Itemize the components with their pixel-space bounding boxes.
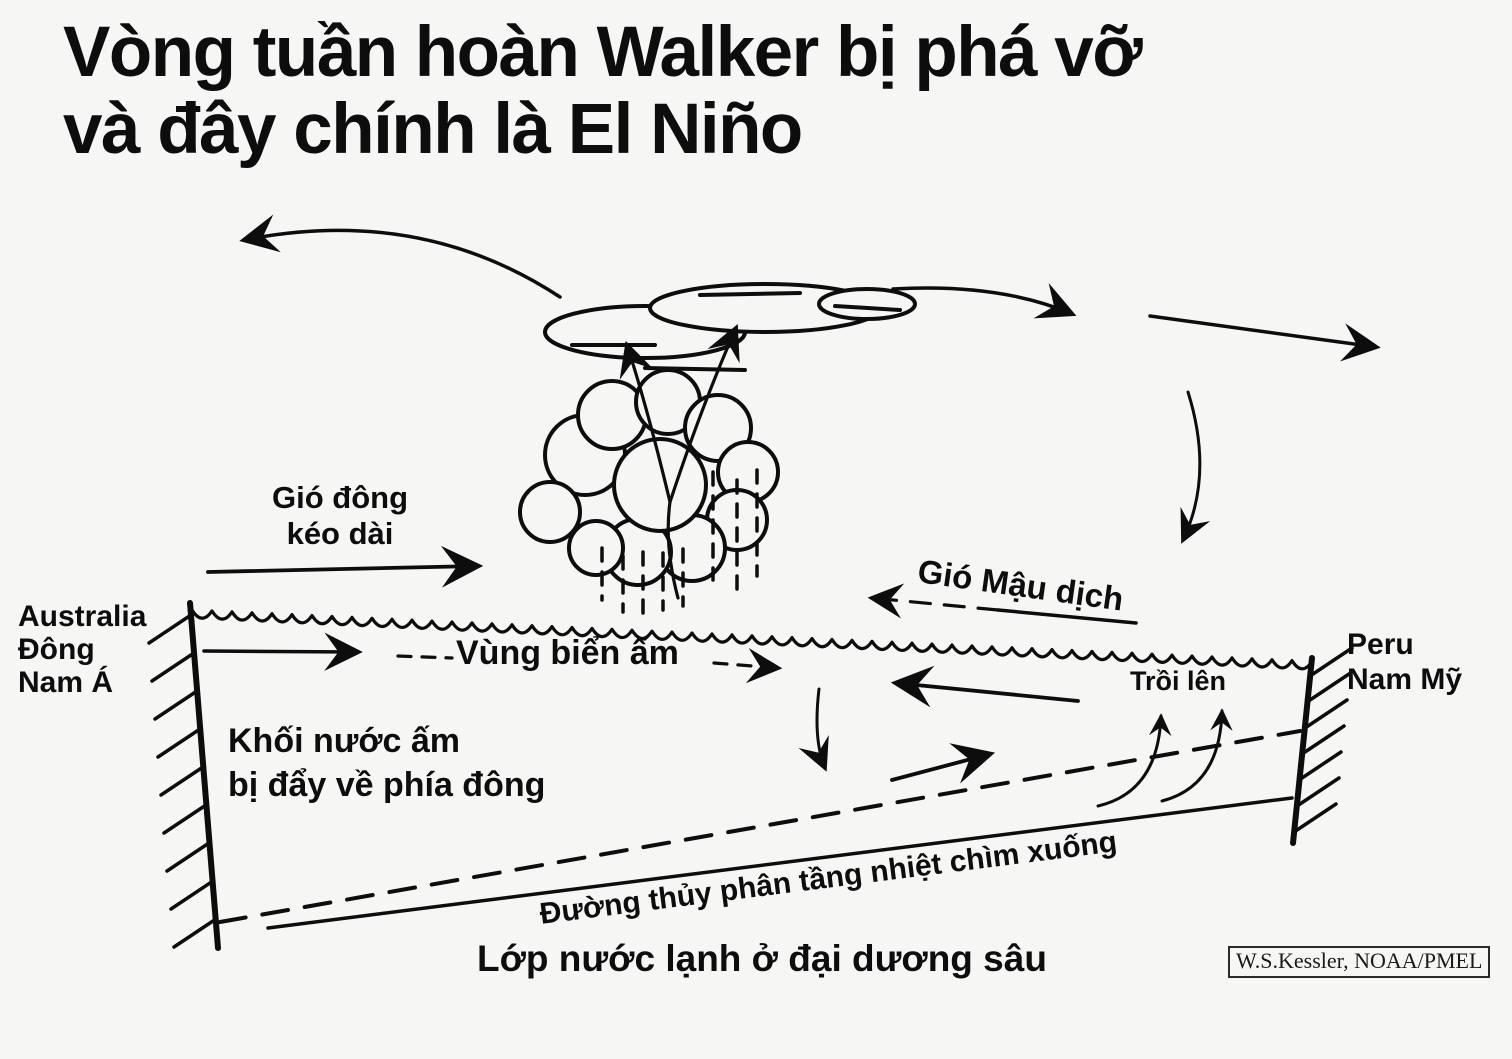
thermocline-solid-line xyxy=(266,796,1294,930)
outflow-arrow-west xyxy=(239,214,562,299)
updraft-arrow-left xyxy=(619,340,680,600)
title-line-2: và đây chính là El Niño xyxy=(63,90,803,170)
coast-wall-west-hatching xyxy=(147,613,218,949)
outflow-arrow-east-curved xyxy=(891,283,1077,319)
warm-pool-arrow-east xyxy=(712,648,783,684)
counter-current-arrow-west xyxy=(890,665,1080,708)
convection-cloud xyxy=(518,282,917,587)
title-line-1: Vòng tuần hoàn Walker bị phá vỡ xyxy=(63,13,1143,92)
thermocline-dashed-line xyxy=(218,729,1302,924)
coast-wall-west xyxy=(187,600,221,951)
deep-cold-layer-label: Lớp nước lạnh ở đại dương sâu xyxy=(477,938,1047,979)
rain-dashes xyxy=(600,468,759,617)
upwelling-label: Trồi lên xyxy=(1130,666,1227,696)
outflow-arrow-east-straight xyxy=(1148,314,1381,362)
australia-label: Australia Đông Nam Á xyxy=(18,600,147,699)
easterlies-arrow xyxy=(206,545,484,588)
coast-wall-east xyxy=(1290,655,1315,846)
coast-wall-east-hatching xyxy=(1292,646,1354,834)
sinking-arrow-down xyxy=(798,687,829,772)
peru-label: Peru Nam Mỹ xyxy=(1347,628,1463,696)
warm-water-pushed-label: Khối nước ấm bị đẩy về phía đông xyxy=(228,722,546,804)
updraft-arrow-right xyxy=(668,323,740,504)
warm-pool-label: Vùng biển ấm xyxy=(456,634,679,672)
upwelling-arrow-2 xyxy=(1160,708,1233,803)
source-credit: W.S.Kessler, NOAA/PMEL xyxy=(1228,946,1491,978)
trade-winds-underline xyxy=(996,608,1138,625)
subsidence-arrow-down xyxy=(1180,390,1211,544)
trade-winds-arrow xyxy=(867,583,1000,619)
warm-water-east-arrow xyxy=(890,743,996,784)
sea-surface-wave xyxy=(190,608,1314,671)
diagram-title: Vòng tuần hoàn Walker bị phá vỡ và đây c… xyxy=(63,13,1143,170)
warm-pool-dashes-left xyxy=(396,654,454,660)
easterlies-label: Gió đông kéo dài xyxy=(271,480,409,551)
upwelling-arrow-1 xyxy=(1096,713,1172,808)
surface-current-arrow-west xyxy=(202,632,363,672)
